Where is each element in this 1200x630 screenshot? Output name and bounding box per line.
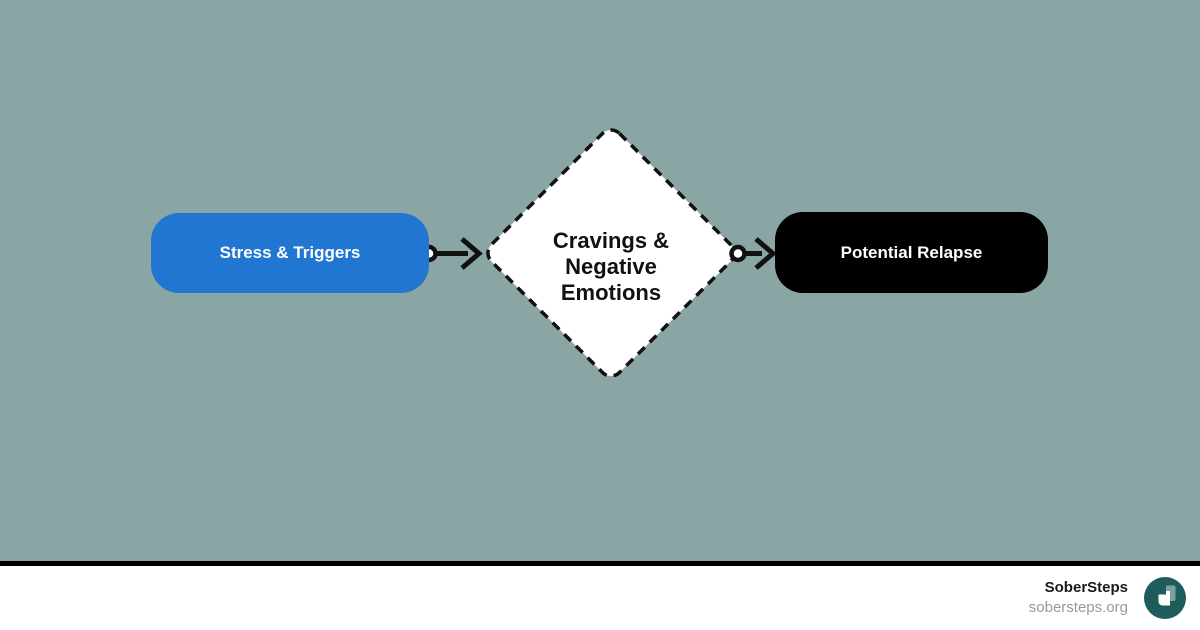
footer-separator-line (0, 561, 1200, 566)
node-cravings-label: Cravings & Negative Emotions (501, 228, 721, 306)
footer-branding: SoberSteps sobersteps.org (1029, 578, 1128, 619)
diamond-node-shape (486, 128, 736, 378)
brand-url: sobersteps.org (1028, 599, 1128, 616)
diagram-stage: Stress & Triggers Cravings & Negative Em… (0, 0, 1200, 561)
node-cravings-label-line1: Cravings & (552, 228, 670, 253)
node-cravings-label-line3: Emotions (560, 280, 662, 305)
node-stress-triggers: Stress & Triggers (151, 213, 429, 293)
arrowhead-icon (754, 237, 777, 270)
node-stress-triggers-label: Stress & Triggers (219, 243, 361, 262)
sobersteps-logo-icon (1144, 577, 1186, 619)
diagram-shapes (420, 128, 777, 378)
connector-cravings-to-relapse (729, 237, 777, 270)
brand-name: SoberSteps (1044, 578, 1128, 596)
connector-start-dot (729, 244, 747, 263)
node-potential-relapse: Potential Relapse (775, 212, 1048, 293)
arrowhead-icon (460, 237, 483, 270)
node-cravings-label-line2: Negative (565, 254, 657, 279)
connector-stress-to-cravings (420, 237, 483, 270)
footer-bar: SoberSteps sobersteps.org (0, 566, 1200, 630)
node-potential-relapse-label: Potential Relapse (840, 242, 983, 262)
